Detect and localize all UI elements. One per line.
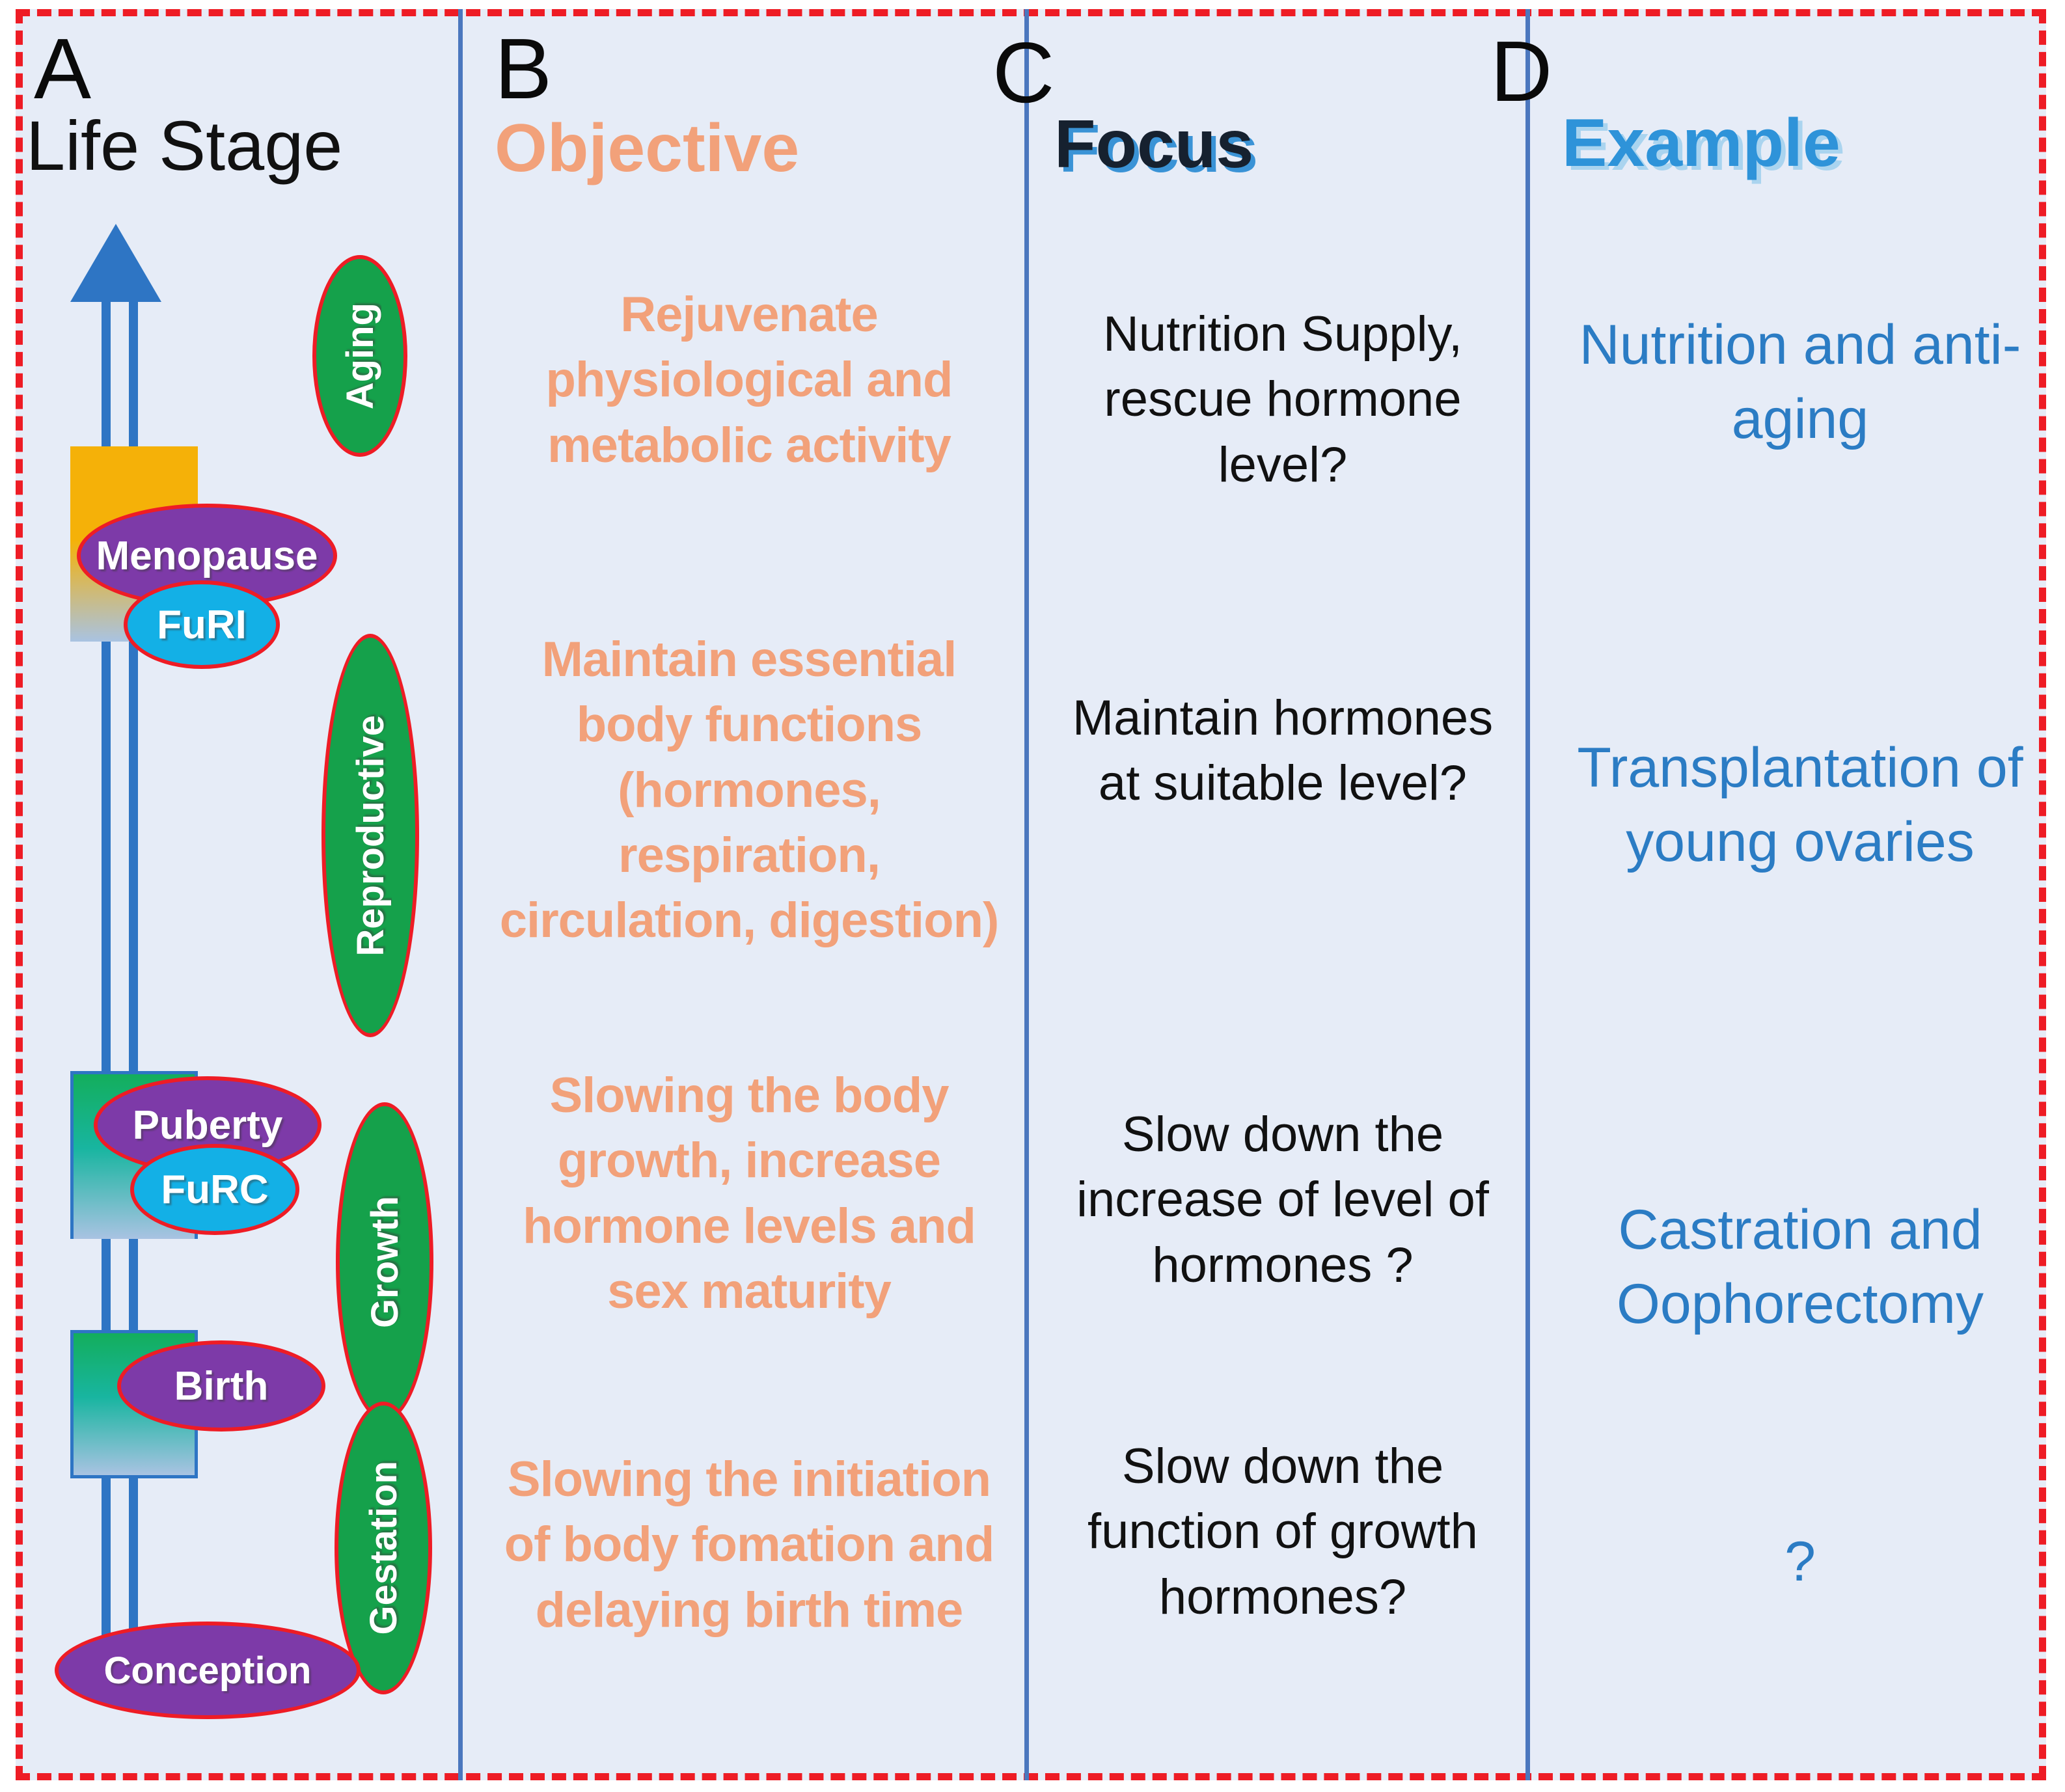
stage-label-reproductive: Reproductive [349,714,392,957]
heading-life-stage: Life Stage [26,106,343,185]
example-row-gestation: ? [1785,1530,1816,1593]
example-row-growth: Castration and Oophorectomy [1616,1199,1984,1335]
column-example: Nutrition and anti-aging Transplantation… [1525,9,2046,1780]
up-arrow-icon [70,224,161,302]
panel-letter-b: B [495,21,552,116]
figure-columns: Aging Reproductive Growth Gestation Meno… [16,9,2046,1780]
event-label-birth: Birth [174,1363,269,1409]
stage-ellipse-reproductive[interactable]: Reproductive [321,634,419,1037]
stage-ellipse-gestation[interactable]: Gestation [335,1402,432,1694]
focus-row-growth: Slow down the increase of level of hormo… [1076,1107,1489,1293]
event-label-conception: Conception [103,1649,312,1692]
focus-row-gestation: Slow down the function of growth hormone… [1087,1439,1478,1625]
focus-row-aging: Nutrition Supply, rescue hormone level? [1103,306,1462,493]
event-label-puberty: Puberty [132,1102,283,1148]
column-objective: Rejuvenate physiological and metabolic a… [458,9,1024,1780]
heading-focus: Focus [1054,107,1254,182]
event-ellipse-birth[interactable]: Birth [117,1340,325,1432]
stage-ellipse-aging[interactable]: Aging [312,255,407,457]
event-ellipse-furc[interactable]: FuRC [130,1144,299,1235]
objective-row-reproductive: Maintain essential body functions (hormo… [499,632,1000,949]
panel-letter-c: C [992,25,1054,120]
example-row-aging: Nutrition and anti-aging [1579,314,2021,450]
event-ellipse-conception[interactable]: Conception [55,1622,361,1719]
event-label-menopause: Menopause [96,533,318,578]
stage-label-growth: Growth [363,1195,406,1328]
life-stage-timeline: Aging Reproductive Growth Gestation Meno… [16,9,458,1780]
objective-row-growth: Slowing the body growth, increase hormon… [523,1068,976,1319]
event-label-furi: FuRI [157,602,247,647]
event-label-furc: FuRC [161,1167,269,1212]
objective-row-aging: Rejuvenate physiological and metabolic a… [545,287,953,473]
panel-letter-d: D [1490,23,1552,119]
heading-objective: Objective [495,111,800,186]
column-focus: Nutrition Supply, rescue hormone level? … [1024,9,1525,1780]
event-ellipse-furi[interactable]: FuRI [124,580,280,669]
objective-row-gestation: Slowing the initiation of body fomation … [504,1452,995,1638]
heading-example: Example [1562,105,1840,181]
example-row-reproductive: Transplantation of young ovaries [1577,737,2023,873]
stage-label-gestation: Gestation [362,1461,405,1635]
stage-ellipse-growth[interactable]: Growth [336,1102,433,1421]
focus-row-reproductive: Maintain hormones at suitable level? [1072,690,1494,811]
column-life-stage: Aging Reproductive Growth Gestation Meno… [16,9,458,1780]
stage-label-aging: Aging [338,302,381,410]
panel-letter-a: A [34,21,91,116]
